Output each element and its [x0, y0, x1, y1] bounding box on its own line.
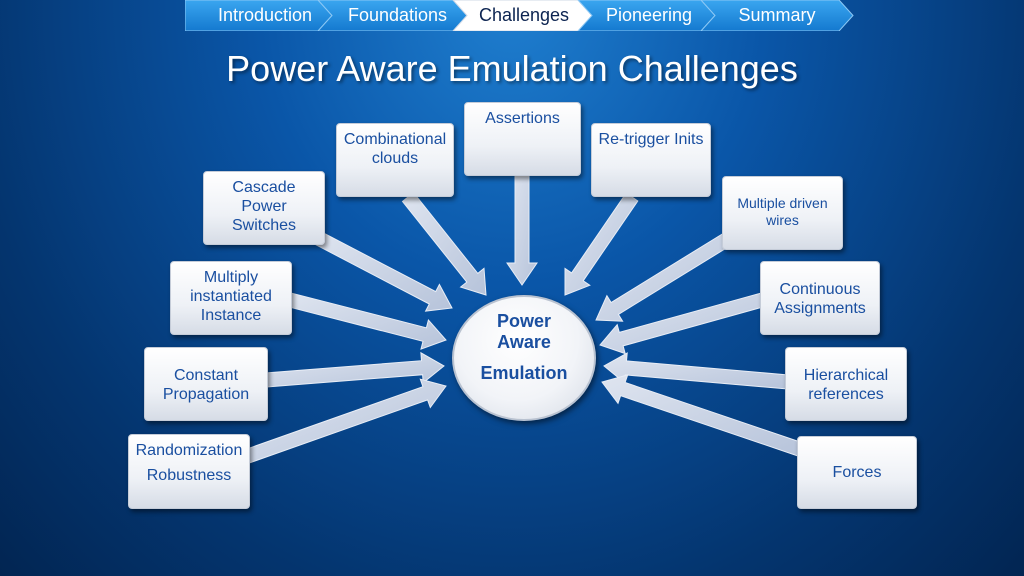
- node-assertions: Assertions: [464, 102, 581, 176]
- arrow-forces: [601, 374, 805, 458]
- node-multiple-driven-wires: Multiple driven wires: [722, 176, 843, 250]
- node-multiply-instantiated-instance: Multiply instantiated Instance: [170, 261, 292, 335]
- node-randomization-robustness: Randomization Robustness: [128, 434, 250, 509]
- arrow-assertions: [506, 175, 538, 286]
- hub-line2: Emulation: [480, 363, 568, 383]
- arrow-randomization: [245, 378, 447, 464]
- tab-challenges[interactable]: Challenges: [478, 5, 570, 25]
- node-combinational-clouds: Combinational clouds: [336, 123, 454, 197]
- tab-challenges-shape: [452, 0, 593, 31]
- arrow-combinational-clouds: [401, 191, 487, 296]
- tab-introduction[interactable]: Introduction: [217, 5, 313, 25]
- tab-summary[interactable]: Summary: [738, 5, 816, 25]
- nav-chevrons: [185, 0, 854, 31]
- tab-foundations[interactable]: Foundations: [347, 5, 448, 25]
- node-randomization-label: Randomization: [135, 442, 243, 459]
- node-constant-propagation-label: Constant Propagation: [162, 367, 250, 403]
- node-multiple-driven-wires-label: Multiple driven wires: [737, 195, 828, 228]
- hub-line1: Power Aware: [496, 311, 552, 352]
- node-combinational-clouds-label: Combinational clouds: [343, 131, 447, 167]
- hub-power-aware-emulation: Power Aware Emulation: [452, 295, 596, 421]
- arrow-continuous-assign: [599, 292, 765, 355]
- node-hierarchical-references-label: Hierarchical references: [803, 367, 889, 403]
- node-continuous-assignments: Continuous Assignments: [760, 261, 880, 335]
- node-cascade-power-switches-label: Cascade Power Switches: [231, 179, 297, 234]
- node-robustness-label: Robustness: [146, 467, 232, 484]
- arrow-hierarchical-refs: [603, 352, 790, 390]
- top-nav: Introduction Foundations Challenges Pion…: [185, 0, 855, 31]
- arrow-retrigger-inits: [564, 192, 639, 296]
- arrow-multiply-instantiated: [287, 292, 447, 350]
- node-constant-propagation: Constant Propagation: [144, 347, 268, 421]
- arrow-multiple-driven: [595, 233, 731, 322]
- tab-pioneering[interactable]: Pioneering: [605, 5, 693, 25]
- node-multiply-instantiated-instance-label: Multiply instantiated Instance: [190, 269, 272, 324]
- tab-pioneering-shape: [577, 0, 716, 31]
- tab-summary-shape: [700, 0, 854, 31]
- node-forces-label: Forces: [832, 464, 882, 481]
- node-assertions-label: Assertions: [485, 110, 560, 127]
- node-cascade-power-switches: Cascade Power Switches: [203, 171, 325, 245]
- node-retrigger-inits-label: Re-trigger Inits: [598, 131, 704, 148]
- arrow-cascade-power: [314, 231, 453, 312]
- tab-foundations-shape: [317, 0, 468, 31]
- node-forces: Forces: [797, 436, 917, 509]
- node-retrigger-inits: Re-trigger Inits: [591, 123, 711, 197]
- arrow-constant-propagation: [264, 351, 445, 388]
- node-hierarchical-references: Hierarchical references: [785, 347, 907, 421]
- page-title: Power Aware Emulation Challenges: [226, 48, 798, 89]
- node-continuous-assignments-label: Continuous Assignments: [774, 281, 866, 317]
